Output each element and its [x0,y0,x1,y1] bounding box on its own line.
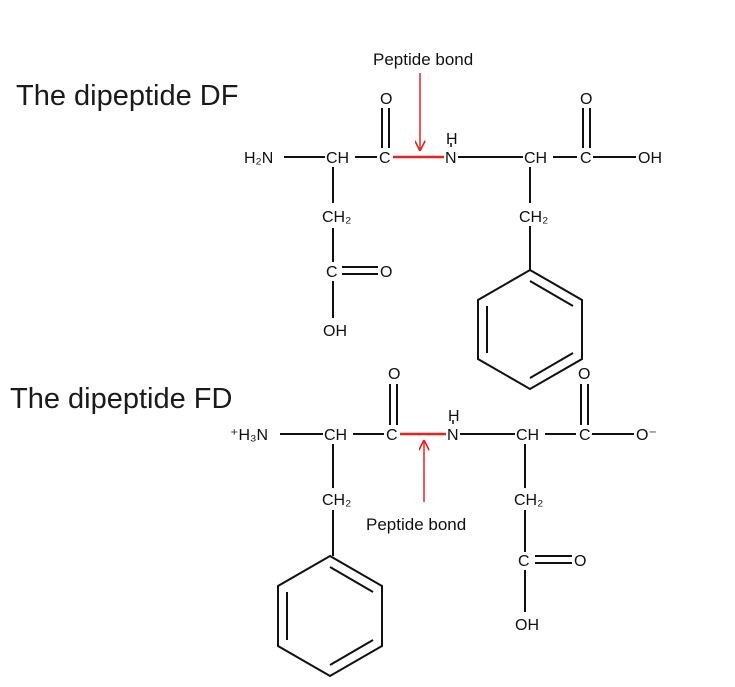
label-h3n-plus: ⁺H₃N [230,427,268,444]
label-ch2-asp: CH₂ [322,209,351,226]
label-ch2-phe: CH₂ [519,209,548,226]
molecule-fd: ⁺H₃N CH C N H CH C O⁻ O O CH₂ CH₂ C O OH… [230,366,657,678]
label-c-side: C [326,264,338,281]
label-ch-1: CH [326,150,349,167]
ring-inner-1 [529,280,574,307]
fd-label-ch2-phe: CH₂ [322,492,351,509]
fd-ring-inner-2 [329,639,374,666]
fd-label-c-1: C [386,427,398,444]
fd-ring-inner-1 [329,566,374,593]
label-c-1: C [379,150,391,167]
label-o-1: O [380,91,392,108]
molecule-df: H₂N CH C N H CH C OH O O CH₂ CH₂ C O OH … [244,50,662,391]
benzene-ring-fd [277,554,383,678]
label-oh-right: OH [638,150,662,167]
label-h: H [446,131,458,148]
fd-label-c-2: C [579,427,591,444]
benzene-ring-df [477,268,583,391]
fd-label-oh-down: OH [515,617,539,634]
fd-label-o-1: O [388,366,400,383]
label-o-2: O [580,91,592,108]
label-ch-2: CH [524,150,547,167]
label-o-side: O [380,264,392,281]
fd-label-h: H [448,408,460,425]
fd-label-c-side: C [518,553,530,570]
fd-label-o-side: O [574,553,586,570]
fd-label-ch-1: CH [324,427,347,444]
fd-label-n: N [447,427,459,444]
fd-label-o-2: O [578,366,590,383]
label-oh-down: OH [323,323,347,340]
peptide-bond-label-bottom: Peptide bond [366,515,466,534]
title-dipeptide-df: The dipeptide DF [16,80,239,112]
label-h2n: H₂N [244,150,273,167]
peptide-bond-label-top: Peptide bond [373,50,473,69]
fd-label-ch-2: CH [516,427,539,444]
fd-label-ch2-asp: CH₂ [514,492,543,509]
ring-inner-2 [529,352,574,379]
title-dipeptide-fd: The dipeptide FD [10,383,233,415]
label-o-minus: O⁻ [636,427,657,444]
label-n: N [445,150,457,167]
label-c-2: C [580,150,592,167]
